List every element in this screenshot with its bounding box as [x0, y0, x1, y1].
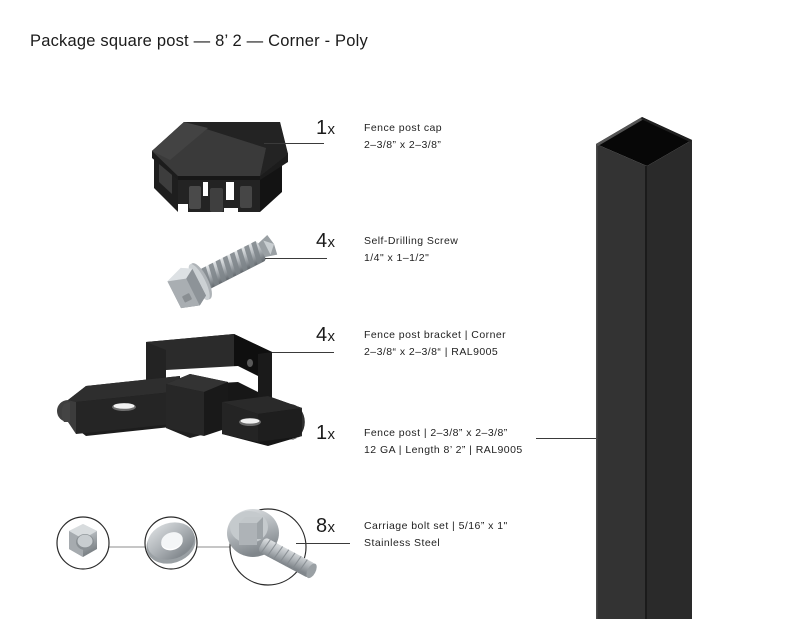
label-carriage-bolt-set-line2: Stainless Steel [364, 537, 441, 549]
label-self-drilling-screw-line2: 1/4" x 1–1/2" [364, 252, 430, 264]
label-fence-post-bracket-line2: 2–3/8“ x 2–3/8“ | RAL9005 [364, 346, 499, 358]
callout-fence-post-cap: 1x Fence post cap 2–3/8” x 2–3/8” [316, 118, 442, 154]
quantity-carriage-bolt-set: 8x [316, 515, 335, 537]
quantity-fence-post-cap: 1x [316, 117, 335, 139]
hex-nut-icon [56, 516, 110, 570]
cap-top [152, 122, 288, 180]
bracket-left-flange [57, 376, 180, 436]
label-fence-post-cap-line2: 2–3/8” x 2–3/8” [364, 139, 442, 151]
label-self-drilling-screw-line1: Self-Drilling Screw [364, 235, 459, 247]
callout-self-drilling-screw: 4x Self-Drilling Screw 1/4" x 1–1/2" [316, 231, 458, 267]
fence-post-bracket-svg [57, 334, 305, 446]
screw-body [167, 235, 278, 309]
callout-fence-post-bracket: 4x Fence post bracket | Corner 2–3/8“ x … [316, 325, 506, 361]
carriage-bolt-icon [227, 508, 317, 586]
fence-post-bracket-illustration [57, 330, 314, 476]
label-carriage-bolt-set-line1: Carriage bolt set | 5/16” x 1" [364, 520, 508, 532]
bracket-saddle [166, 374, 228, 438]
fence-post-svg [596, 117, 692, 619]
fence-post-cap-illustration [148, 108, 294, 223]
carriage-bolt-set-illustration [55, 495, 317, 601]
leader-line-carriage-bolt-set [296, 543, 350, 544]
leader-line-fence-post-cap [264, 143, 324, 144]
self-drilling-screw-illustration [155, 232, 285, 314]
quantity-fence-post: 1x [316, 422, 335, 444]
page-title: Package square post — 8’ 2 — Corner - Po… [30, 32, 368, 50]
callout-carriage-bolt-set: 8x Carriage bolt set | 5/16” x 1" Stainl… [316, 516, 508, 552]
label-fence-post-line2: 12 GA | Length 8’ 2” | RAL9005 [364, 444, 523, 456]
quantity-self-drilling-screw: 4x [316, 230, 335, 252]
leader-line-fence-post [536, 438, 598, 439]
leader-line-fence-post-bracket [272, 352, 334, 353]
self-drilling-screw-svg [167, 235, 278, 309]
fence-post-illustration [592, 110, 696, 619]
fence-post-cap-svg [152, 122, 288, 212]
label-fence-post-line1: Fence post | 2–3/8” x 2–3/8” [364, 427, 508, 439]
label-fence-post-bracket-line1: Fence post bracket | Corner [364, 329, 507, 341]
washer-icon [144, 516, 198, 570]
label-fence-post-cap-line1: Fence post cap [364, 122, 443, 134]
leader-line-self-drilling-screw [265, 258, 327, 259]
carriage-bolt-set-svg [56, 508, 317, 586]
bracket-right-flange [222, 396, 305, 446]
callout-fence-post: 1x Fence post | 2–3/8” x 2–3/8” 12 GA | … [316, 423, 523, 459]
quantity-fence-post-bracket: 4x [316, 324, 335, 346]
